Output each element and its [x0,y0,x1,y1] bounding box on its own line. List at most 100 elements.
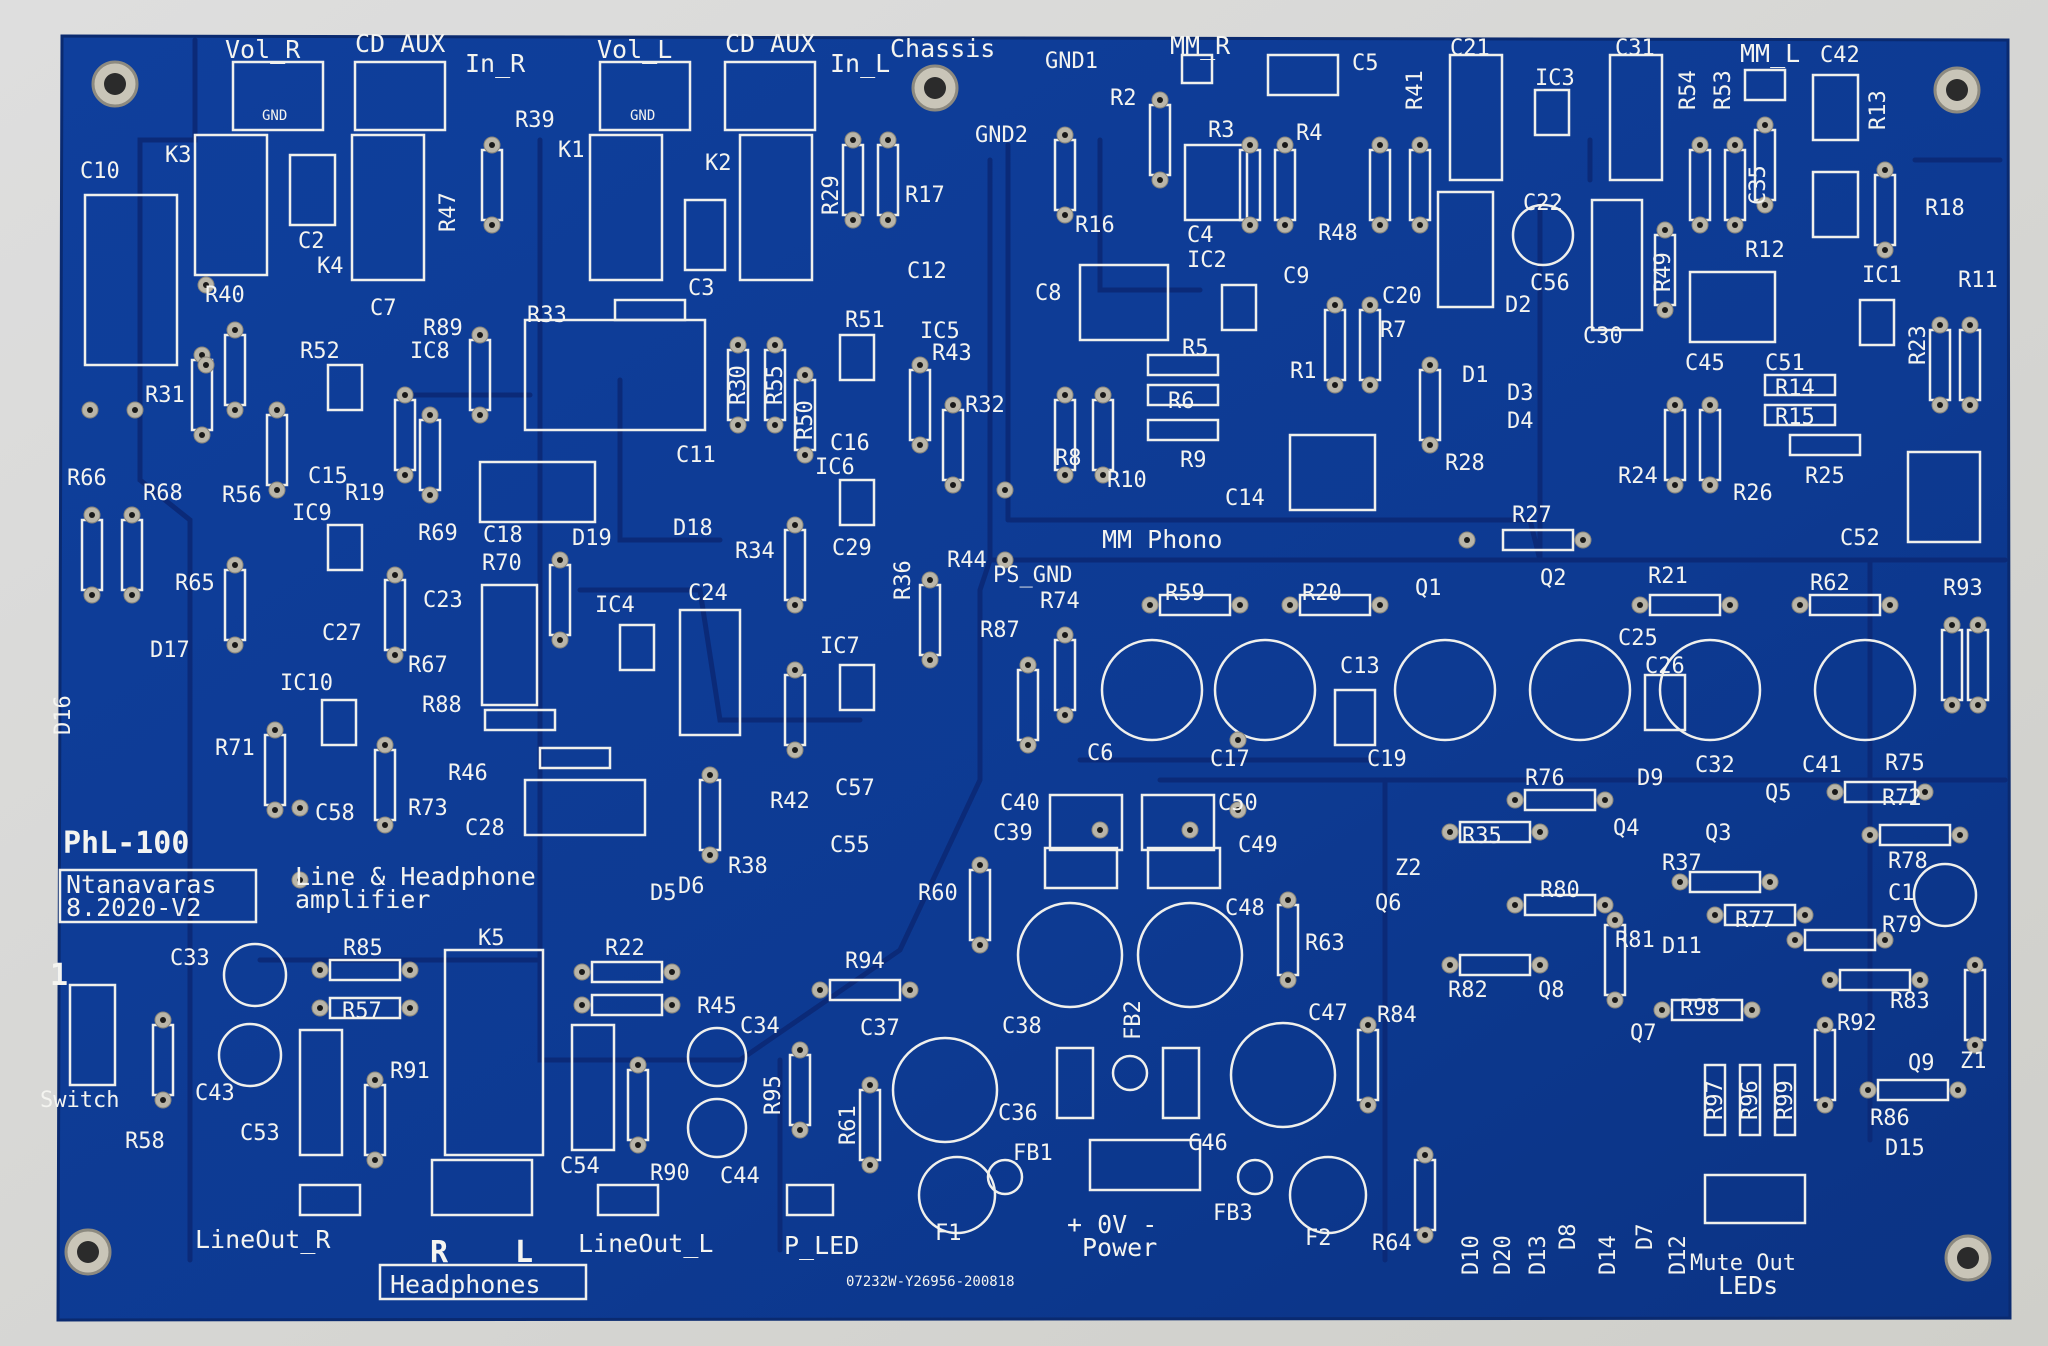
ref-label: R49 [1651,252,1676,292]
ref-label: R34 [735,539,775,564]
ref-label: Z2 [1395,856,1422,881]
ref-label: IC9 [292,501,332,526]
label-headphones: Headphones [390,1270,541,1299]
ref-label: C10 [80,159,120,184]
ref-label: R95 [761,1075,786,1115]
ref-label: C25 [1618,626,1658,651]
ref-label: R70 [482,551,522,576]
ref-label: IC10 [280,671,333,696]
ref-label: C28 [465,816,505,841]
ref-label: Q8 [1538,978,1565,1003]
ref-label: C7 [370,296,397,321]
ref-label: K4 [317,254,344,279]
ref-label: FB3 [1213,1201,1253,1226]
ref-label: R2 [1110,86,1137,111]
ref-label: R1 [1290,359,1317,384]
ref-label: C35 [1746,165,1771,205]
ref-label: C49 [1238,833,1278,858]
ref-label: R25 [1805,464,1845,489]
ref-label: C12 [907,259,947,284]
label-power-polarity: + 0V - [1067,1210,1157,1239]
ref-label: R97 [1703,1080,1728,1120]
ref-label: F2 [1305,1226,1332,1251]
label-lineout-r: LineOut_R [195,1225,331,1254]
ref-label: D20 [1491,1235,1516,1275]
ref-label: C39 [993,821,1033,846]
ref-label: R53 [1711,70,1736,110]
ref-label: C23 [423,588,463,613]
ref-label: R68 [143,481,183,506]
label-gnd-r: GND [262,108,287,124]
through-hole-pads [81,91,1987,1244]
ref-label: R47 [436,192,461,232]
ref-label: C56 [1530,271,1570,296]
ref-label: R96 [1738,1080,1763,1120]
ref-label: R44 [947,548,987,573]
ref-label: C47 [1308,1001,1348,1026]
ref-label: R41 [1403,70,1428,110]
ref-label: R39 [515,108,555,133]
ref-label: C5 [1352,51,1379,76]
ref-label: C11 [676,443,716,468]
ref-label: C36 [998,1101,1038,1126]
ref-label: R76 [1525,766,1565,791]
ref-label: R19 [345,481,385,506]
ref-label: IC3 [1535,66,1575,91]
ref-label: R61 [836,1105,861,1145]
ref-label: R87 [980,618,1020,643]
ref-label: R24 [1618,464,1658,489]
ref-label: R64 [1372,1231,1412,1256]
ref-label: R15 [1775,405,1815,430]
ref-label: R60 [918,881,958,906]
ref-label: R81 [1615,928,1655,953]
ref-label: R75 [1885,751,1925,776]
ref-label: R35 [1462,824,1502,849]
ref-label: R3 [1208,118,1235,143]
ref-label: C6 [1087,741,1114,766]
ref-label: C37 [860,1016,900,1041]
ref-label: R9 [1180,448,1207,473]
ref-label: R66 [67,466,107,491]
label-model: PhL-100 [63,826,189,861]
ref-label: R5 [1182,336,1209,361]
label-desc-2: amplifier [295,885,430,914]
ref-label: R27 [1512,503,1552,528]
ref-label: C46 [1188,1131,1228,1156]
ref-label: C54 [560,1154,600,1179]
ref-label: R13 [1866,90,1891,130]
ref-label: C26 [1645,654,1685,679]
ref-label: C15 [308,464,348,489]
ref-label: K5 [478,926,505,951]
ref-label: IC8 [410,339,450,364]
ref-label: K2 [705,151,732,176]
ref-label: R93 [1943,576,1983,601]
label-hp-r: R [430,1235,449,1270]
label-hp-l: L [515,1235,533,1270]
ref-label: C40 [1000,791,1040,816]
ref-label: R56 [222,483,262,508]
label-in-l: In_L [830,49,890,78]
ref-label: IC6 [815,455,855,480]
ref-label: D4 [1507,409,1534,434]
ref-label: C20 [1382,284,1422,309]
ref-label: C42 [1820,43,1860,68]
ref-label: R23 [1906,325,1931,365]
ref-label: R18 [1925,196,1965,221]
ref-label: IC1 [1862,263,1902,288]
ref-label: R91 [390,1059,430,1084]
ref-label: C44 [720,1164,760,1189]
ref-label: C29 [832,536,872,561]
ref-label: C4 [1187,223,1214,248]
ref-label: R50 [793,400,818,440]
ref-label: Z1 [1960,1049,1987,1074]
ref-label: D5 [650,881,677,906]
label-power: Power [1082,1233,1157,1262]
ref-label: C18 [483,523,523,548]
ref-label: Q7 [1630,1021,1657,1046]
ref-label: C24 [688,581,728,606]
label-vol-r: Vol_R [225,35,301,64]
mounting-holes [64,60,1992,1282]
ref-label: C57 [835,776,875,801]
ref-label: FB1 [1013,1141,1053,1166]
